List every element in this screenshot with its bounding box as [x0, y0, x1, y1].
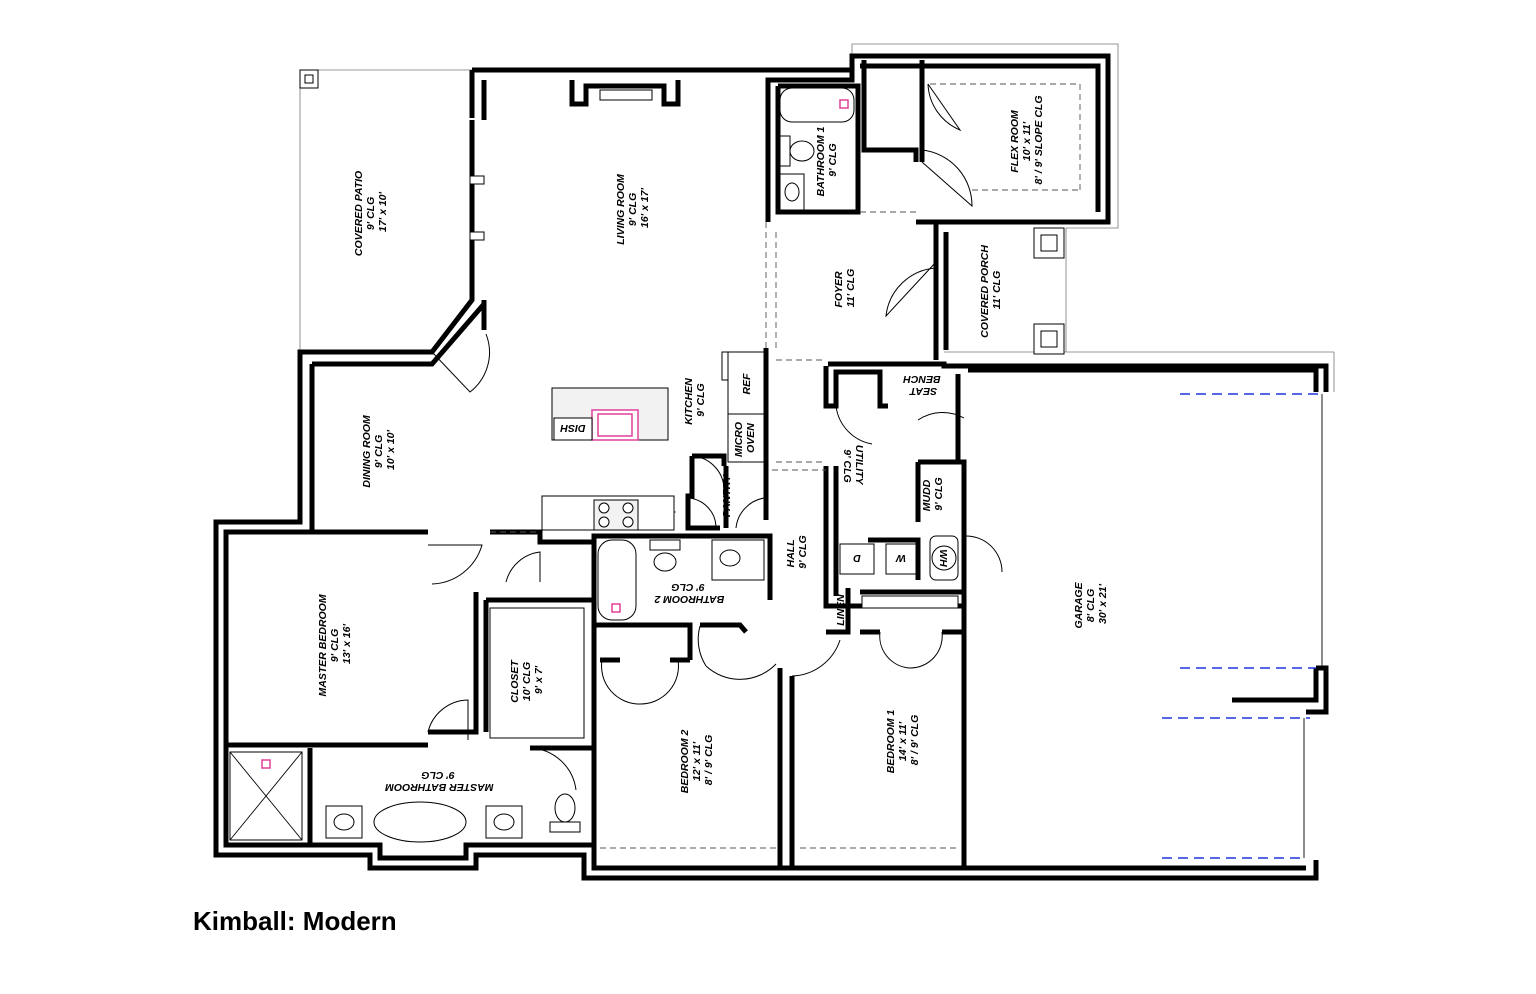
label-pantry: PANTRY — [721, 474, 733, 517]
label-washer: W — [895, 552, 906, 564]
label-kitchen: KITCHEN 9' CLG — [683, 375, 707, 425]
label-dining-room: DINING ROOM 9' CLG 10' x 10' — [361, 412, 397, 487]
room-labels: COVERED PATIO 9' CLG 17' x 10' LIVING RO… — [317, 95, 1109, 793]
label-wh: WH — [937, 549, 949, 567]
label-ref: REF — [741, 373, 753, 395]
label-micro-oven: MICRO OVEN — [733, 419, 757, 457]
label-master-bathroom: MASTER BATHROOM 9' CLG — [382, 769, 493, 793]
roof-outline — [299, 43, 1335, 392]
label-bathroom-1: BATHROOM 1 9' CLG — [815, 124, 839, 197]
interior-walls — [226, 60, 967, 866]
label-living-room: LIVING ROOM 9' CLG 16' x 17' — [615, 171, 651, 245]
label-linen: LINEN — [835, 594, 847, 626]
bathroom-2-fixtures — [597, 539, 765, 621]
label-hall: HALL 9' CLG — [785, 535, 809, 568]
label-dryer: D — [853, 552, 861, 564]
master-bath-fixtures — [229, 607, 585, 843]
label-bathroom-2: BATHROOM 2 9' CLG — [652, 581, 725, 605]
fixture-labels: DISH REF MICRO OVEN SEAT BENCH LINEN WH … — [560, 373, 949, 626]
doors — [427, 83, 1003, 791]
fireplace — [569, 80, 681, 107]
utility-fixtures — [839, 535, 959, 609]
columns — [299, 69, 1065, 355]
label-utility: UTILITY 9' CLG — [841, 445, 865, 487]
label-bedroom-2: BEDROOM 2 12' x 11' 8' / 9' CLG — [679, 727, 715, 794]
garage-doors — [1162, 393, 1323, 859]
plan-title: Kimball: Modern — [193, 906, 397, 936]
label-covered-porch: COVERED PORCH 11' CLG — [979, 242, 1003, 338]
label-closet: CLOSET 10' CLG 9' x 7' — [509, 657, 545, 703]
label-covered-patio: COVERED PATIO 9' CLG 17' x 10' — [353, 168, 389, 256]
label-seat-bench: SEAT BENCH — [903, 373, 941, 397]
label-flex-room: FLEX ROOM 10' x 11' 8' / 9' SLOPE CLG — [1009, 95, 1045, 184]
bathroom-1-fixtures — [779, 87, 855, 211]
label-foyer: FOYER 11' CLG — [833, 268, 857, 307]
label-dish: DISH — [560, 422, 586, 434]
label-garage: GARAGE 8' CLG 30' x 21' — [1073, 579, 1109, 628]
label-mudd: MUDD 9' CLG — [921, 477, 945, 511]
kitchen-fixtures — [541, 351, 765, 531]
label-master-bedroom: MASTER BEDROOM 9' CLG 13' x 16' — [317, 591, 353, 696]
label-bedroom-1: BEDROOM 1 14' x 11' 8' / 9' CLG — [885, 707, 921, 774]
